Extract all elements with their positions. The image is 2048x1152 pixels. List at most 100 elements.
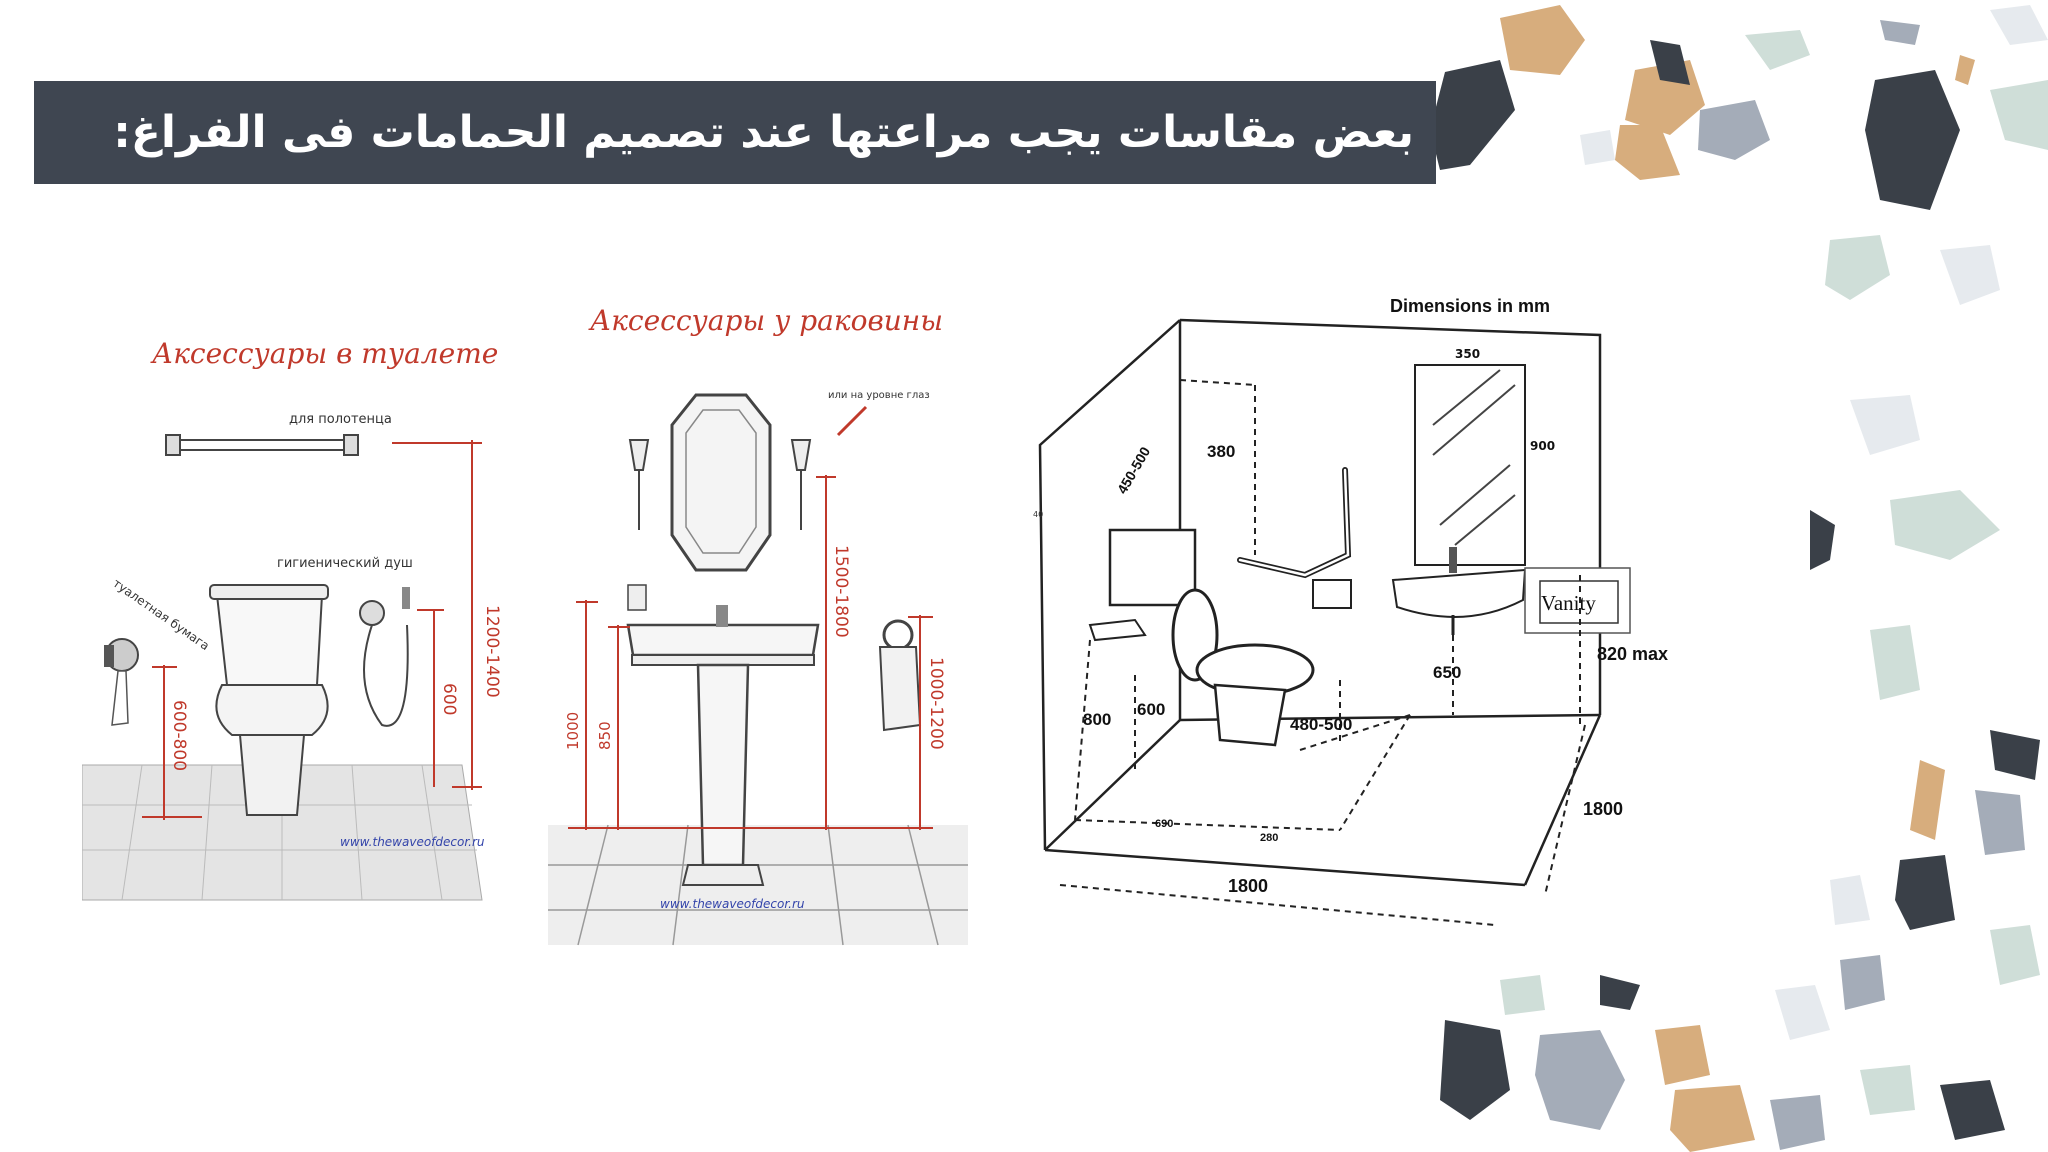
- sink-accessories-diagram: Аксессуары у раковины или на уровне глаз…: [548, 304, 968, 946]
- toilet-tank-lid: [209, 584, 329, 600]
- dim-lamps-height: 1500-1800: [831, 545, 851, 638]
- eye-level-note: или на уровне глаз: [828, 390, 930, 401]
- stone-shape: [1850, 395, 1920, 455]
- stone-shape: [1440, 1020, 1510, 1120]
- stone-shape: [1615, 125, 1680, 180]
- sink-panel-heading: Аксессуары у раковины: [588, 304, 943, 337]
- stone-shape: [1580, 130, 1615, 165]
- dim-cistern-height: 800: [1083, 710, 1111, 729]
- toothbrush-cup: [627, 584, 647, 611]
- toilet-accessories-diagram: Аксессуары в туалете для полотенца туале…: [82, 337, 502, 901]
- shower-label: гигиенический душ: [277, 556, 413, 571]
- towel-label: для полотенца: [289, 412, 392, 427]
- stone-shape: [1990, 925, 2040, 985]
- dim-shelf-height: 1000: [564, 712, 582, 750]
- sink-watermark: www.thewaveofdecor.ru: [660, 897, 805, 911]
- stone-shape: [1990, 80, 2048, 150]
- stone-shape: [1990, 730, 2040, 780]
- sink-pedestal: [696, 663, 750, 867]
- toilet-pedestal: [1213, 683, 1287, 747]
- octagon-mirror: [670, 393, 772, 572]
- stone-shape: [1890, 490, 2000, 560]
- dim-mirror-height: 900: [1530, 439, 1555, 453]
- sink-rim: [631, 654, 815, 666]
- stone-shape: [1955, 55, 1975, 85]
- stone-shape: [1535, 1030, 1625, 1130]
- vanity-label: Vanity: [1541, 591, 1596, 615]
- mirror-inner-frame: [685, 409, 757, 554]
- stone-shape: [1670, 1085, 1755, 1152]
- stone-shape: [1430, 60, 1515, 170]
- stone-shape: [1810, 510, 1835, 570]
- dim-paper-height: 600-800: [169, 700, 189, 771]
- red-dimension-lines: [142, 440, 482, 820]
- side-grab-rail: [1088, 618, 1147, 642]
- stone-shape: [1650, 40, 1690, 85]
- dim-mirror-width: 350: [1455, 347, 1480, 361]
- stone-shape: [1745, 30, 1810, 70]
- wall-lamp-left: [628, 439, 650, 471]
- dim-towel-ring-height: 1000-1200: [926, 657, 946, 750]
- dim-side-280: 280: [1260, 832, 1278, 844]
- stone-shape: [1940, 245, 2000, 305]
- toilet-base: [238, 734, 306, 816]
- dim-room-depth: 1800: [1583, 799, 1623, 819]
- shower-valve: [359, 600, 385, 626]
- stone-shape: [1895, 855, 1955, 930]
- towel-ring: [882, 619, 914, 651]
- towel-bar-mount: [165, 434, 181, 456]
- wall-lamp-right: [790, 439, 812, 471]
- grab-bar-highlight: [1238, 468, 1350, 577]
- stone-shape: [1600, 975, 1640, 1010]
- bathroom-dimensions-diagram: Dimensions in mm 350 900 Vanity: [1033, 296, 1668, 926]
- dashed-dimension-lines: [1059, 379, 1586, 926]
- dim-seat-height: 600: [1137, 700, 1165, 719]
- wall-sink: [1391, 568, 1527, 618]
- stone-shape: [1940, 1080, 2005, 1140]
- stone-shape: [1770, 1095, 1825, 1150]
- stone-shape: [1870, 625, 1920, 700]
- floor-grid: [82, 764, 477, 901]
- toilet-watermark: www.thewaveofdecor.ru: [340, 835, 485, 849]
- stone-shape: [1825, 235, 1890, 300]
- stone-shape: [1860, 1065, 1915, 1115]
- stone-shape: [1698, 100, 1770, 160]
- toilet-tank: [215, 594, 324, 686]
- slide-title: بعض مقاسات يجب مراعتها عند تصميم الحماما…: [113, 107, 1414, 158]
- slide-title-bar: بعض مقاسات يجب مراعتها عند تصميم الحماما…: [34, 81, 1436, 184]
- dim-side-690: 690: [1155, 818, 1173, 830]
- red-dimension-lines: [568, 475, 933, 830]
- towel-bar-mount: [343, 434, 359, 456]
- towel-bar: [169, 439, 356, 451]
- stone-shape: [1865, 70, 1960, 210]
- dim-vanity-max: 820 max: [1597, 644, 1668, 664]
- paper-holder-mount: [104, 645, 114, 667]
- toilet-cistern: [1108, 528, 1197, 607]
- sink-faucet: [716, 605, 728, 627]
- sink-basin: [626, 623, 820, 657]
- eye-level-arrow: [836, 405, 868, 437]
- grab-bar: [1237, 467, 1352, 579]
- dim-small-left: 40: [1033, 510, 1043, 519]
- stone-shape: [1840, 955, 1885, 1010]
- dim-grab-offset: 380: [1207, 442, 1235, 461]
- shower-head: [402, 587, 410, 609]
- pedestal-foot: [681, 864, 765, 886]
- stone-shape: [1990, 5, 2048, 45]
- stone-shape: [1775, 985, 1830, 1040]
- dim-basin-height: 850: [596, 721, 614, 750]
- paper-dispenser: [1312, 579, 1352, 609]
- stone-shape: [1830, 875, 1870, 925]
- dim-room-width: 1800: [1228, 876, 1268, 896]
- sink-tap: [1449, 547, 1457, 573]
- dim-sink-height: 650: [1433, 663, 1461, 682]
- paper-roll-sheet: [111, 670, 129, 726]
- stone-shape: [1500, 975, 1545, 1015]
- stone-shape: [1880, 20, 1920, 45]
- mirror-glare-lines: [1432, 369, 1516, 546]
- stone-shape: [1655, 1025, 1710, 1085]
- dim-grab-height: 450-500: [1114, 444, 1154, 497]
- stone-shape: [1910, 760, 1945, 840]
- toilet-panel-heading: Аксессуары в туалете: [150, 337, 498, 370]
